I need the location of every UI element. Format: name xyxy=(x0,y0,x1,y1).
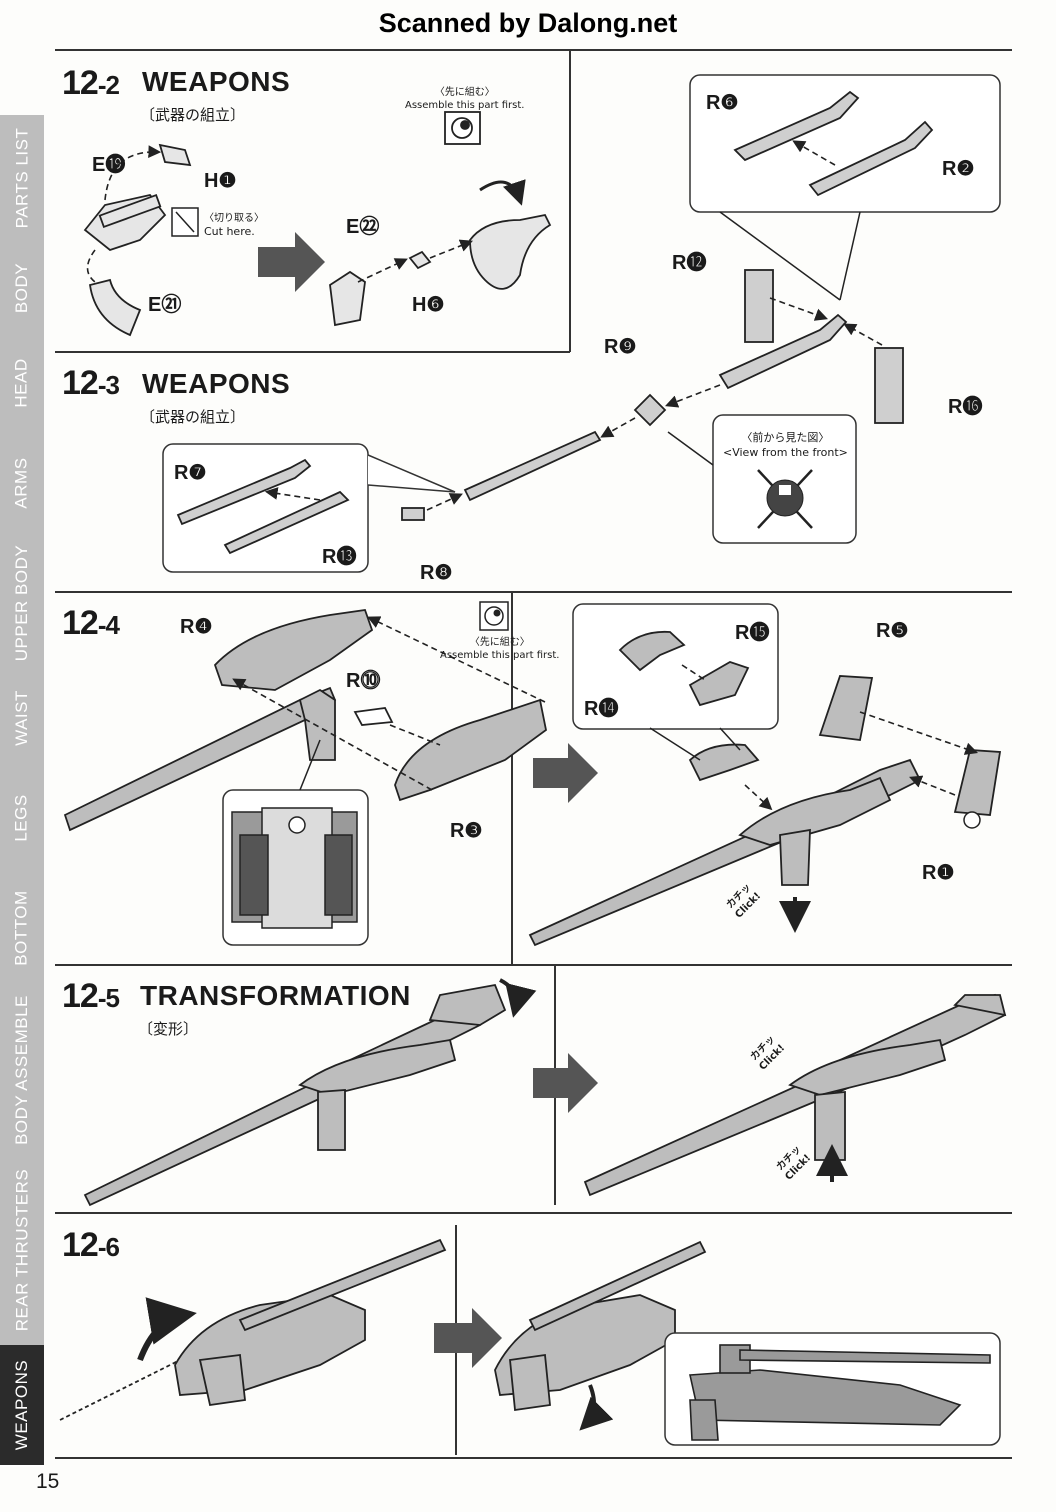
sidebar-item-parts-list[interactable]: PARTS LIST xyxy=(0,115,44,242)
step-12-4-left-rifle xyxy=(63,609,547,832)
sidebar-item-head[interactable]: HEAD xyxy=(0,335,44,432)
step-12-2-title: WEAPONS xyxy=(142,66,291,97)
step-12-2-dashes xyxy=(86,145,473,283)
step-12-5-number: 12-5 xyxy=(62,977,120,1015)
part-label-h6: H❻ xyxy=(412,294,445,316)
part-label-r5: R❺ xyxy=(876,620,909,642)
step-12-4-right-rifle xyxy=(528,630,1002,947)
step-12-5-title: TRANSFORMATION xyxy=(140,980,411,1011)
part-label-h1: H❶ xyxy=(204,170,237,192)
panel-r7-r13 xyxy=(162,443,369,573)
step-12-6-number: 12-6 xyxy=(62,1226,120,1264)
sidebar-item-weapons[interactable]: WEAPONS xyxy=(0,1345,44,1467)
section-dividers xyxy=(55,49,1012,1459)
sidebar-item-upper-body[interactable]: UPPER BODY xyxy=(0,535,44,672)
part-label-r6: R❻ xyxy=(706,92,739,114)
part-label-r3: R❸ xyxy=(450,820,483,842)
part-label-e22: E㉒ xyxy=(346,216,380,238)
part-label-r7: R❼ xyxy=(174,462,207,484)
part-label-r9: R❾ xyxy=(604,336,637,358)
part-label-r4: R❹ xyxy=(180,616,213,638)
sidebar-item-body-assemble[interactable]: BODY ASSEMBLE xyxy=(0,985,44,1157)
step-12-5-subtitle: 〔変形〕 xyxy=(138,1020,199,1038)
note-assemble-first-12-2: 〈先に組む〉Assemble this part first. xyxy=(405,87,525,111)
sidebar-item-legs[interactable]: LEGS xyxy=(0,765,44,872)
part-label-r15: R⓯ xyxy=(735,622,770,644)
step-12-3-parts xyxy=(401,269,904,521)
sidebar-item-arms[interactable]: ARMS xyxy=(0,430,44,537)
note-cut-here: 〈切り取る〉Cut here. xyxy=(204,213,264,238)
step-12-6-rifle xyxy=(59,1238,707,1421)
sidebar: PARTS LIST BODY HEAD ARMS UPPER BODY WAI… xyxy=(0,115,44,1467)
panel-r6-r2 xyxy=(689,74,1001,213)
part-label-r13: R⓭ xyxy=(322,546,357,568)
step-arrows xyxy=(258,232,598,1368)
step-12-4-number: 12-4 xyxy=(62,604,120,642)
step-12-3-number: 12-3 xyxy=(62,364,120,402)
part-label-e21: E㉑ xyxy=(148,294,182,316)
sidebar-item-rear-thrusters[interactable]: REAR THRUSTERS xyxy=(0,1155,44,1347)
part-label-r1: R❶ xyxy=(922,862,955,884)
part-label-r10: R⓾ xyxy=(346,670,381,692)
scan-header: Scanned by Dalong.net xyxy=(378,8,678,38)
step-12-3-title: WEAPONS xyxy=(142,368,291,399)
part-label-r14: R⓮ xyxy=(584,698,619,720)
step-12-2-parts xyxy=(83,111,552,337)
part-label-r12: R⓬ xyxy=(672,252,707,274)
panel-front-view xyxy=(712,414,857,544)
note-front-view: 〈前から見た図〉<View from the front> xyxy=(723,431,848,459)
part-label-r2: R❷ xyxy=(942,158,975,180)
page-number: 15 xyxy=(36,1470,60,1493)
step-12-2-number: 12-2 xyxy=(62,64,120,102)
part-label-e19: E⓳ xyxy=(92,154,126,176)
step-12-2-subtitle: 〔武器の組立〕 xyxy=(140,106,246,124)
part-label-r16: R⓰ xyxy=(948,396,983,418)
part-label-r8: R❽ xyxy=(420,562,453,584)
step-12-3-subtitle: 〔武器の組立〕 xyxy=(140,408,246,426)
note-assemble-first-12-4: 〈先に組む〉Assemble this part first. xyxy=(440,637,560,661)
sidebar-item-waist[interactable]: WAIST xyxy=(0,670,44,767)
